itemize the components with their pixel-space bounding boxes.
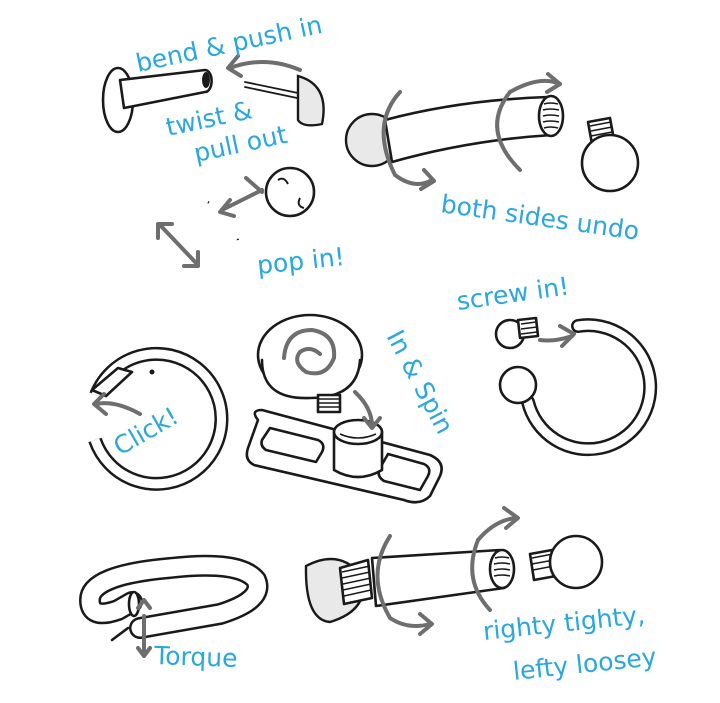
internally-threaded-labret — [304, 506, 604, 636]
torque-tube — [78, 554, 269, 658]
label-lefty: lefty loosey — [512, 642, 658, 686]
captive-bead-ring — [87, 166, 316, 345]
label-screw-in: screw in! — [455, 271, 571, 315]
label-righty: righty tighty, — [482, 600, 647, 646]
threadless-labret — [101, 54, 325, 134]
horseshoe-ring — [494, 316, 658, 457]
curved-barbell — [344, 72, 640, 193]
clicker-ring — [88, 346, 229, 491]
label-both-sides: both sides undo — [439, 189, 641, 246]
label-click: Click! — [109, 401, 184, 461]
label-torque: Torque — [153, 641, 238, 673]
label-in-spin: In & Spin — [381, 325, 460, 439]
label-pop-in: pop in! — [256, 242, 346, 280]
dermal-anchor — [245, 313, 443, 504]
